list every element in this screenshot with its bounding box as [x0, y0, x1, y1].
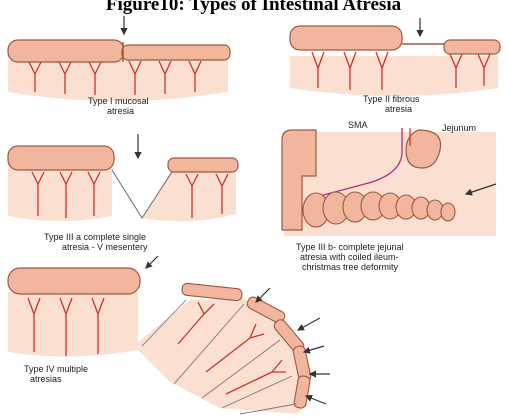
bowel-proximal	[8, 40, 124, 62]
panel-type-4: Type IV multiple atresias	[8, 256, 330, 414]
type-3b-label-line2: atresia with coiled ileum-	[300, 252, 399, 262]
type-3a-label-line2: atresia - V mesentery	[62, 242, 148, 252]
panel-type-3b: SMA Jejunum Type III b- complete jejunal…	[282, 120, 496, 272]
type-4-label-line1: Type IV multiple	[24, 364, 88, 374]
type-2-label-line1: Type II fibrous	[363, 94, 420, 104]
bowel-distal	[122, 45, 230, 60]
type-3b-label-line1: Type III b- complete jejunal	[296, 242, 404, 252]
bowel-proximal	[8, 146, 114, 170]
jejunum-label: Jejunum	[442, 123, 476, 133]
bowel-proximal	[8, 268, 140, 294]
bowel-distal	[444, 40, 500, 54]
type-3a-label-line1: Type III a complete single	[44, 232, 146, 242]
bowel-distal	[168, 158, 238, 172]
type-3b-label-line3: christmas tree deformity	[302, 262, 399, 272]
mesentery	[290, 56, 498, 96]
panel-type-1: Type I mucosal atresia	[8, 16, 230, 116]
panel-type-3a: Type III a complete single atresia - V m…	[8, 134, 238, 252]
jejunum-blind-end	[406, 130, 441, 168]
bowel-proximal	[290, 26, 402, 50]
type-4-label-line2: atresias	[30, 374, 62, 384]
panel-type-2: Type II fibrous atresia	[290, 18, 500, 114]
mesentery-proximal	[8, 168, 112, 221]
type-1-label-line1: Type I mucosal	[88, 96, 149, 106]
sma-label: SMA	[348, 120, 368, 130]
type-2-label-line2: atresia	[385, 104, 412, 114]
type-1-label-line2: atresia	[107, 106, 134, 116]
